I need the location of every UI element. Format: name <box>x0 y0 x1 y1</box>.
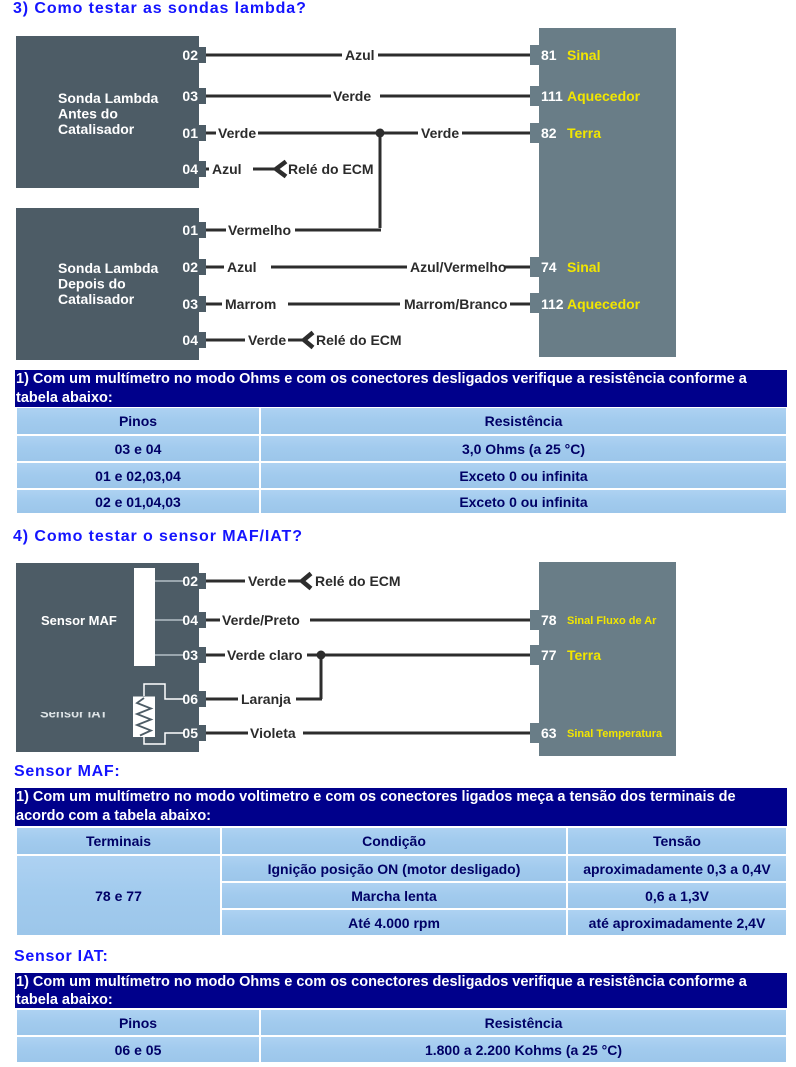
svg-text:Antes do: Antes do <box>58 106 118 122</box>
svg-text:78: 78 <box>541 612 557 628</box>
svg-text:Terra: Terra <box>567 125 601 141</box>
svg-text:Azul/Vermelho: Azul/Vermelho <box>410 259 506 275</box>
svg-text:Verde: Verde <box>248 573 286 589</box>
svg-text:74: 74 <box>541 259 557 275</box>
svg-text:Violeta: Violeta <box>250 725 296 741</box>
svg-text:04: 04 <box>182 332 198 348</box>
svg-text:Sonda Lambda: Sonda Lambda <box>58 90 159 106</box>
svg-text:63: 63 <box>541 725 557 741</box>
svg-text:Marrom: Marrom <box>225 296 276 312</box>
svg-text:Relé do ECM: Relé do ECM <box>315 573 401 589</box>
svg-text:Vermelho: Vermelho <box>228 222 291 238</box>
svg-text:Terra: Terra <box>567 647 601 663</box>
svg-text:02: 02 <box>182 259 198 275</box>
svg-text:Verde: Verde <box>248 332 286 348</box>
svg-text:81: 81 <box>541 47 557 63</box>
svg-text:Verde: Verde <box>333 88 371 104</box>
svg-text:Sensor MAF: Sensor MAF <box>41 613 117 628</box>
svg-text:02: 02 <box>182 47 198 63</box>
svg-text:04: 04 <box>182 161 198 177</box>
svg-text:82: 82 <box>541 125 557 141</box>
svg-text:Verde: Verde <box>218 125 256 141</box>
svg-text:Catalisador: Catalisador <box>58 291 135 307</box>
svg-text:77: 77 <box>541 647 557 663</box>
svg-text:Sinal Temperatura: Sinal Temperatura <box>567 728 663 740</box>
svg-text:01: 01 <box>182 222 198 238</box>
svg-text:Marrom/Branco: Marrom/Branco <box>404 296 507 312</box>
svg-text:Relé do ECM: Relé do ECM <box>288 161 374 177</box>
svg-text:Azul: Azul <box>227 259 257 275</box>
svg-text:112: 112 <box>541 296 564 312</box>
svg-text:111: 111 <box>541 88 563 104</box>
svg-text:05: 05 <box>182 725 198 741</box>
svg-text:Catalisador: Catalisador <box>58 121 135 137</box>
svg-text:02: 02 <box>182 573 198 589</box>
svg-text:Sinal: Sinal <box>567 259 600 275</box>
svg-text:Relé do ECM: Relé do ECM <box>316 332 402 348</box>
svg-text:Sinal: Sinal <box>567 47 600 63</box>
svg-text:03: 03 <box>182 647 198 663</box>
svg-text:Verde: Verde <box>421 125 459 141</box>
svg-text:Verde claro: Verde claro <box>227 647 303 663</box>
svg-text:03: 03 <box>182 88 198 104</box>
svg-text:Depois do: Depois do <box>58 276 126 292</box>
svg-text:Aquecedor: Aquecedor <box>567 296 641 312</box>
svg-text:Sonda Lambda: Sonda Lambda <box>58 260 159 276</box>
svg-text:Laranja: Laranja <box>241 691 291 707</box>
svg-text:01: 01 <box>182 125 198 141</box>
svg-text:Azul: Azul <box>212 161 242 177</box>
svg-text:06: 06 <box>182 691 198 707</box>
svg-text:03: 03 <box>182 296 198 312</box>
svg-text:Azul: Azul <box>345 47 375 63</box>
svg-text:Aquecedor: Aquecedor <box>567 88 641 104</box>
svg-text:Sinal Fluxo de Ar: Sinal Fluxo de Ar <box>567 615 657 627</box>
svg-text:Verde/Preto: Verde/Preto <box>222 612 300 628</box>
svg-text:04: 04 <box>182 612 198 628</box>
